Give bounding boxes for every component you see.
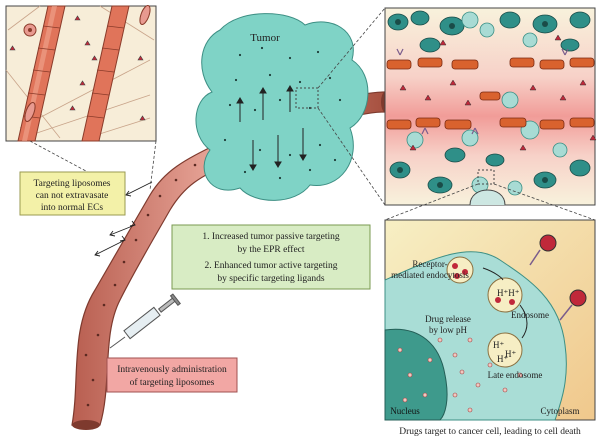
blocked-arrows	[94, 181, 153, 257]
epr-line1: 1. Increased tumor passive targeting	[202, 232, 340, 242]
endosome-label: Endosome	[511, 310, 549, 320]
svg-text:H⁺: H⁺	[493, 340, 504, 350]
tumor	[195, 13, 369, 201]
endothelial-wall-right	[81, 5, 130, 142]
caption: Drugs target to cancer cell, leading to …	[399, 427, 581, 437]
late-endosome-label: Late endosome	[488, 370, 543, 380]
drug-release-label-2: by low pH	[429, 325, 468, 335]
epr-line2: by the EPR effect	[237, 244, 304, 255]
normal-ec-box: Targeting liposomes can not extravasate …	[19, 171, 126, 216]
tumor-vessel-inset	[384, 7, 597, 206]
receptor-label-1: Receptor-	[412, 259, 447, 269]
cancer-cell-inset: H⁺H⁺ H⁺ H⁺ H⁺	[384, 219, 596, 421]
iv-admin-box: Intravenously administration of targetin…	[106, 357, 238, 393]
normal-ec-line3: into normal ECs	[41, 203, 104, 213]
svg-text:H⁺H⁺: H⁺H⁺	[497, 288, 520, 298]
drug-release-label-1: Drug release	[425, 314, 471, 324]
epr-effect-box: 1. Increased tumor passive targeting by …	[171, 224, 371, 290]
cytoplasm-label: Cytoplasm	[540, 406, 579, 416]
iv-line2: of targeting liposomes	[130, 377, 215, 388]
normal-vessel-inset	[5, 5, 157, 142]
iv-line1: Intravenously administration	[117, 365, 227, 375]
epr-line3: 2. Enhanced tumor active targeting	[204, 261, 337, 271]
nucleus-label: Nucleus	[390, 406, 420, 416]
normal-ec-line1: Targeting liposomes	[34, 179, 111, 189]
syringe-icon	[109, 293, 181, 349]
svg-text:H⁺: H⁺	[505, 349, 516, 359]
epr-line4: by specific targeting ligands	[217, 273, 325, 284]
svg-text:H⁺: H⁺	[497, 354, 508, 364]
normal-ec-line2: can not extravasate	[36, 191, 109, 201]
receptor-label-2: mediated endocytosis	[391, 270, 469, 280]
tumor-label: Tumor	[250, 32, 280, 44]
